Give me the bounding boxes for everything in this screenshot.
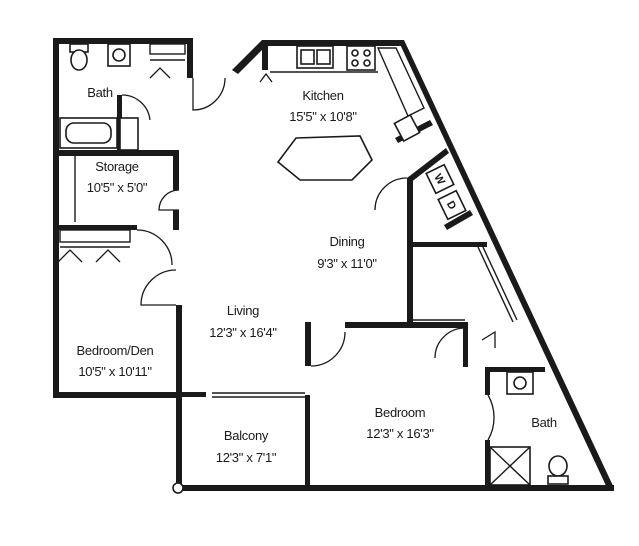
washer-icon: W (425, 163, 455, 195)
dining-dims: 9'3" x 11'0" (317, 256, 377, 271)
toilet-icon (547, 455, 569, 485)
kitchen-sink-icon (296, 45, 334, 69)
bedroom-name: Bedroom (375, 405, 426, 420)
living-name: Living (227, 303, 259, 318)
bathtub-icon (59, 117, 118, 149)
room-labels: Bath Kitchen 15'5" x 10'8" Storage 10'5"… (77, 85, 558, 465)
dryer-icon: D (437, 189, 467, 221)
door-swings (57, 67, 496, 441)
balcony-dims: 12'3" x 7'1" (216, 450, 277, 465)
storage-dims: 10'5" x 5'0" (87, 180, 148, 195)
living-dims: 12'3" x 16'4" (209, 325, 277, 340)
toilet-icon (69, 43, 89, 71)
sink-icon (107, 43, 131, 67)
kitchen-name: Kitchen (302, 88, 343, 103)
bath-top-name: Bath (87, 85, 113, 100)
bedroom-dims: 12'3" x 16'3" (366, 426, 434, 441)
bath-bottom-name: Bath (531, 415, 557, 430)
fixtures: W D (59, 43, 569, 494)
dining-name: Dining (329, 234, 364, 249)
kitchen-dims: 15'5" x 10'8" (289, 109, 357, 124)
shower-icon (489, 446, 531, 486)
sink-icon (506, 371, 534, 395)
storage-name: Storage (95, 159, 139, 174)
stove-icon (346, 45, 376, 71)
bedroom-den-dims: 10'5" x 10'11" (78, 364, 152, 379)
kitchen-island (276, 135, 373, 181)
balcony-name: Balcony (224, 428, 269, 443)
bedroom-den-name: Bedroom/Den (77, 343, 154, 358)
